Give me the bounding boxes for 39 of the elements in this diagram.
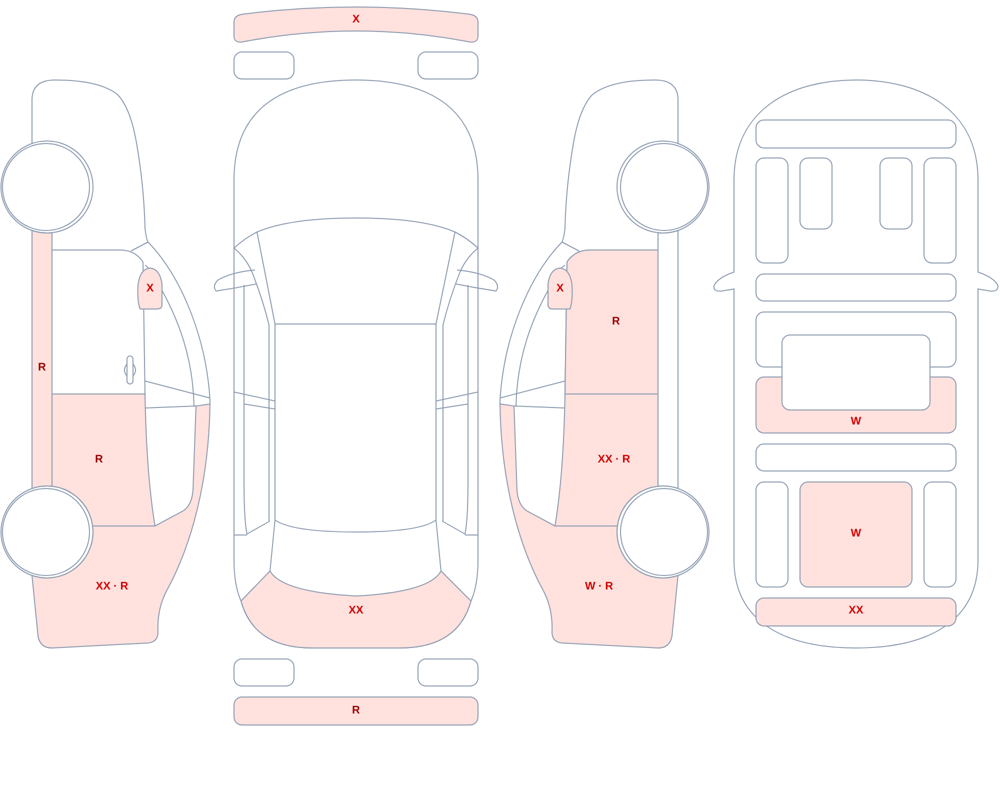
underbody-panel	[755, 119, 957, 149]
damage-code: XX · R	[598, 454, 630, 466]
damage-code: W	[850, 416, 862, 428]
damage-code: X	[556, 284, 564, 294]
side-sill-panel	[31, 230, 53, 489]
damage-code: XX · R	[96, 582, 128, 592]
side-mirror	[547, 267, 574, 310]
side-mirror	[136, 267, 163, 310]
underbody-panel	[755, 443, 957, 472]
front-bumper	[233, 6, 479, 44]
underbody-panel	[923, 157, 957, 264]
underbody-panel	[755, 597, 957, 627]
damage-code: X	[146, 284, 154, 294]
damage-code: R	[352, 706, 360, 716]
underbody-panel	[755, 481, 789, 588]
underbody-panel	[799, 157, 833, 230]
damage-code: XX	[348, 606, 364, 616]
underbody-panel	[755, 273, 957, 302]
light-panel	[233, 658, 295, 687]
rear-panel	[240, 570, 472, 649]
rear-bumper	[233, 696, 479, 726]
underbody-panel	[755, 157, 789, 264]
underbody-panel	[923, 481, 957, 588]
damage-code: R	[612, 316, 620, 328]
damage-code: R	[38, 362, 46, 374]
door-panel	[51, 393, 156, 527]
light-panel	[417, 658, 479, 687]
underbody-panel	[879, 157, 913, 230]
damage-code: R	[95, 454, 103, 466]
damage-code: W · R	[584, 582, 614, 592]
damage-code: XX	[848, 606, 864, 616]
underbody-panel	[781, 334, 931, 411]
damage-code: W	[850, 528, 862, 540]
door-panel	[554, 393, 659, 527]
light-panel	[233, 51, 295, 80]
light-panel	[417, 51, 479, 80]
underbody-panel	[799, 481, 913, 588]
damage-code: X	[352, 14, 360, 26]
door-panel	[564, 249, 659, 395]
